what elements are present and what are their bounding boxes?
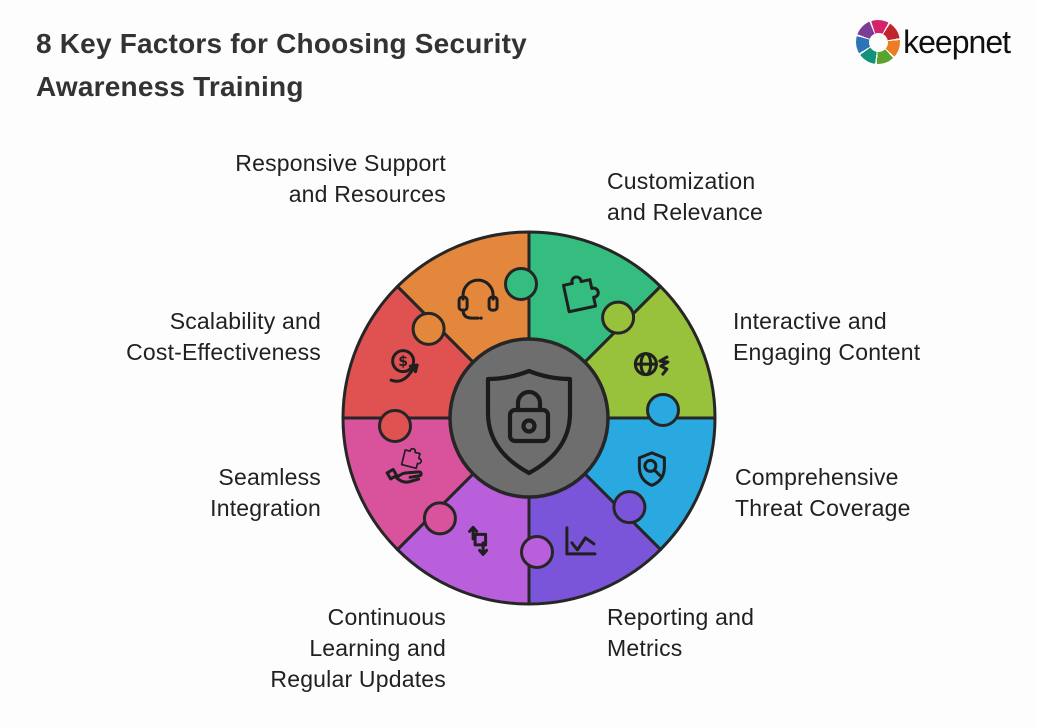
- puzzle-knob: [422, 501, 457, 536]
- transfer-arrows-icon: [468, 525, 489, 556]
- factor-label-threat-coverage: Comprehensive Threat Coverage: [735, 464, 911, 521]
- factor-label-customization: Customization and Relevance: [607, 168, 764, 225]
- puzzle-knob: [612, 490, 647, 525]
- center-badge: [448, 337, 610, 499]
- puzzle-knob: [601, 300, 636, 335]
- factor-label-responsive-support: Responsive Support and Resources: [235, 150, 446, 207]
- keepnet-logo: keepnet: [856, 20, 1011, 64]
- page-title: 8 Key Factors for Choosing Security Awar…: [36, 28, 527, 102]
- keepnet-logo-text: keepnet: [903, 24, 1011, 60]
- line-chart-icon: [565, 526, 597, 556]
- logo-hole: [868, 32, 888, 52]
- coin-growth-icon: $: [389, 349, 419, 383]
- headset-icon: [457, 278, 499, 320]
- svg-text:$: $: [398, 354, 408, 370]
- factor-label-continuous-learning: Continuous Learning and Regular Updates: [270, 604, 446, 692]
- factor-label-scalability: Scalability and Cost-Effectiveness: [126, 308, 321, 365]
- puzzle-knob: [520, 535, 554, 569]
- factor-label-seamless-integration: Seamless Integration: [210, 464, 321, 521]
- globe-hook-icon: [633, 352, 670, 377]
- factor-label-reporting: Reporting and Metrics: [607, 604, 755, 661]
- puzzle-knob: [378, 409, 412, 443]
- shield-search-icon: [637, 451, 666, 487]
- puzzle-knob: [411, 311, 446, 346]
- factor-label-interactive: Interactive and Engaging Content: [733, 308, 921, 365]
- keepnet-logo-icon: [856, 20, 901, 64]
- factors-wheel: $: [339, 228, 719, 608]
- hand-puzzle-icon: [385, 447, 423, 484]
- factors-wheel-svg: $: [341, 230, 717, 606]
- puzzle-knob: [504, 267, 538, 301]
- shield-lock-icon: [485, 368, 573, 476]
- puzzle-piece-icon: [562, 275, 600, 314]
- puzzle-knob: [646, 393, 680, 427]
